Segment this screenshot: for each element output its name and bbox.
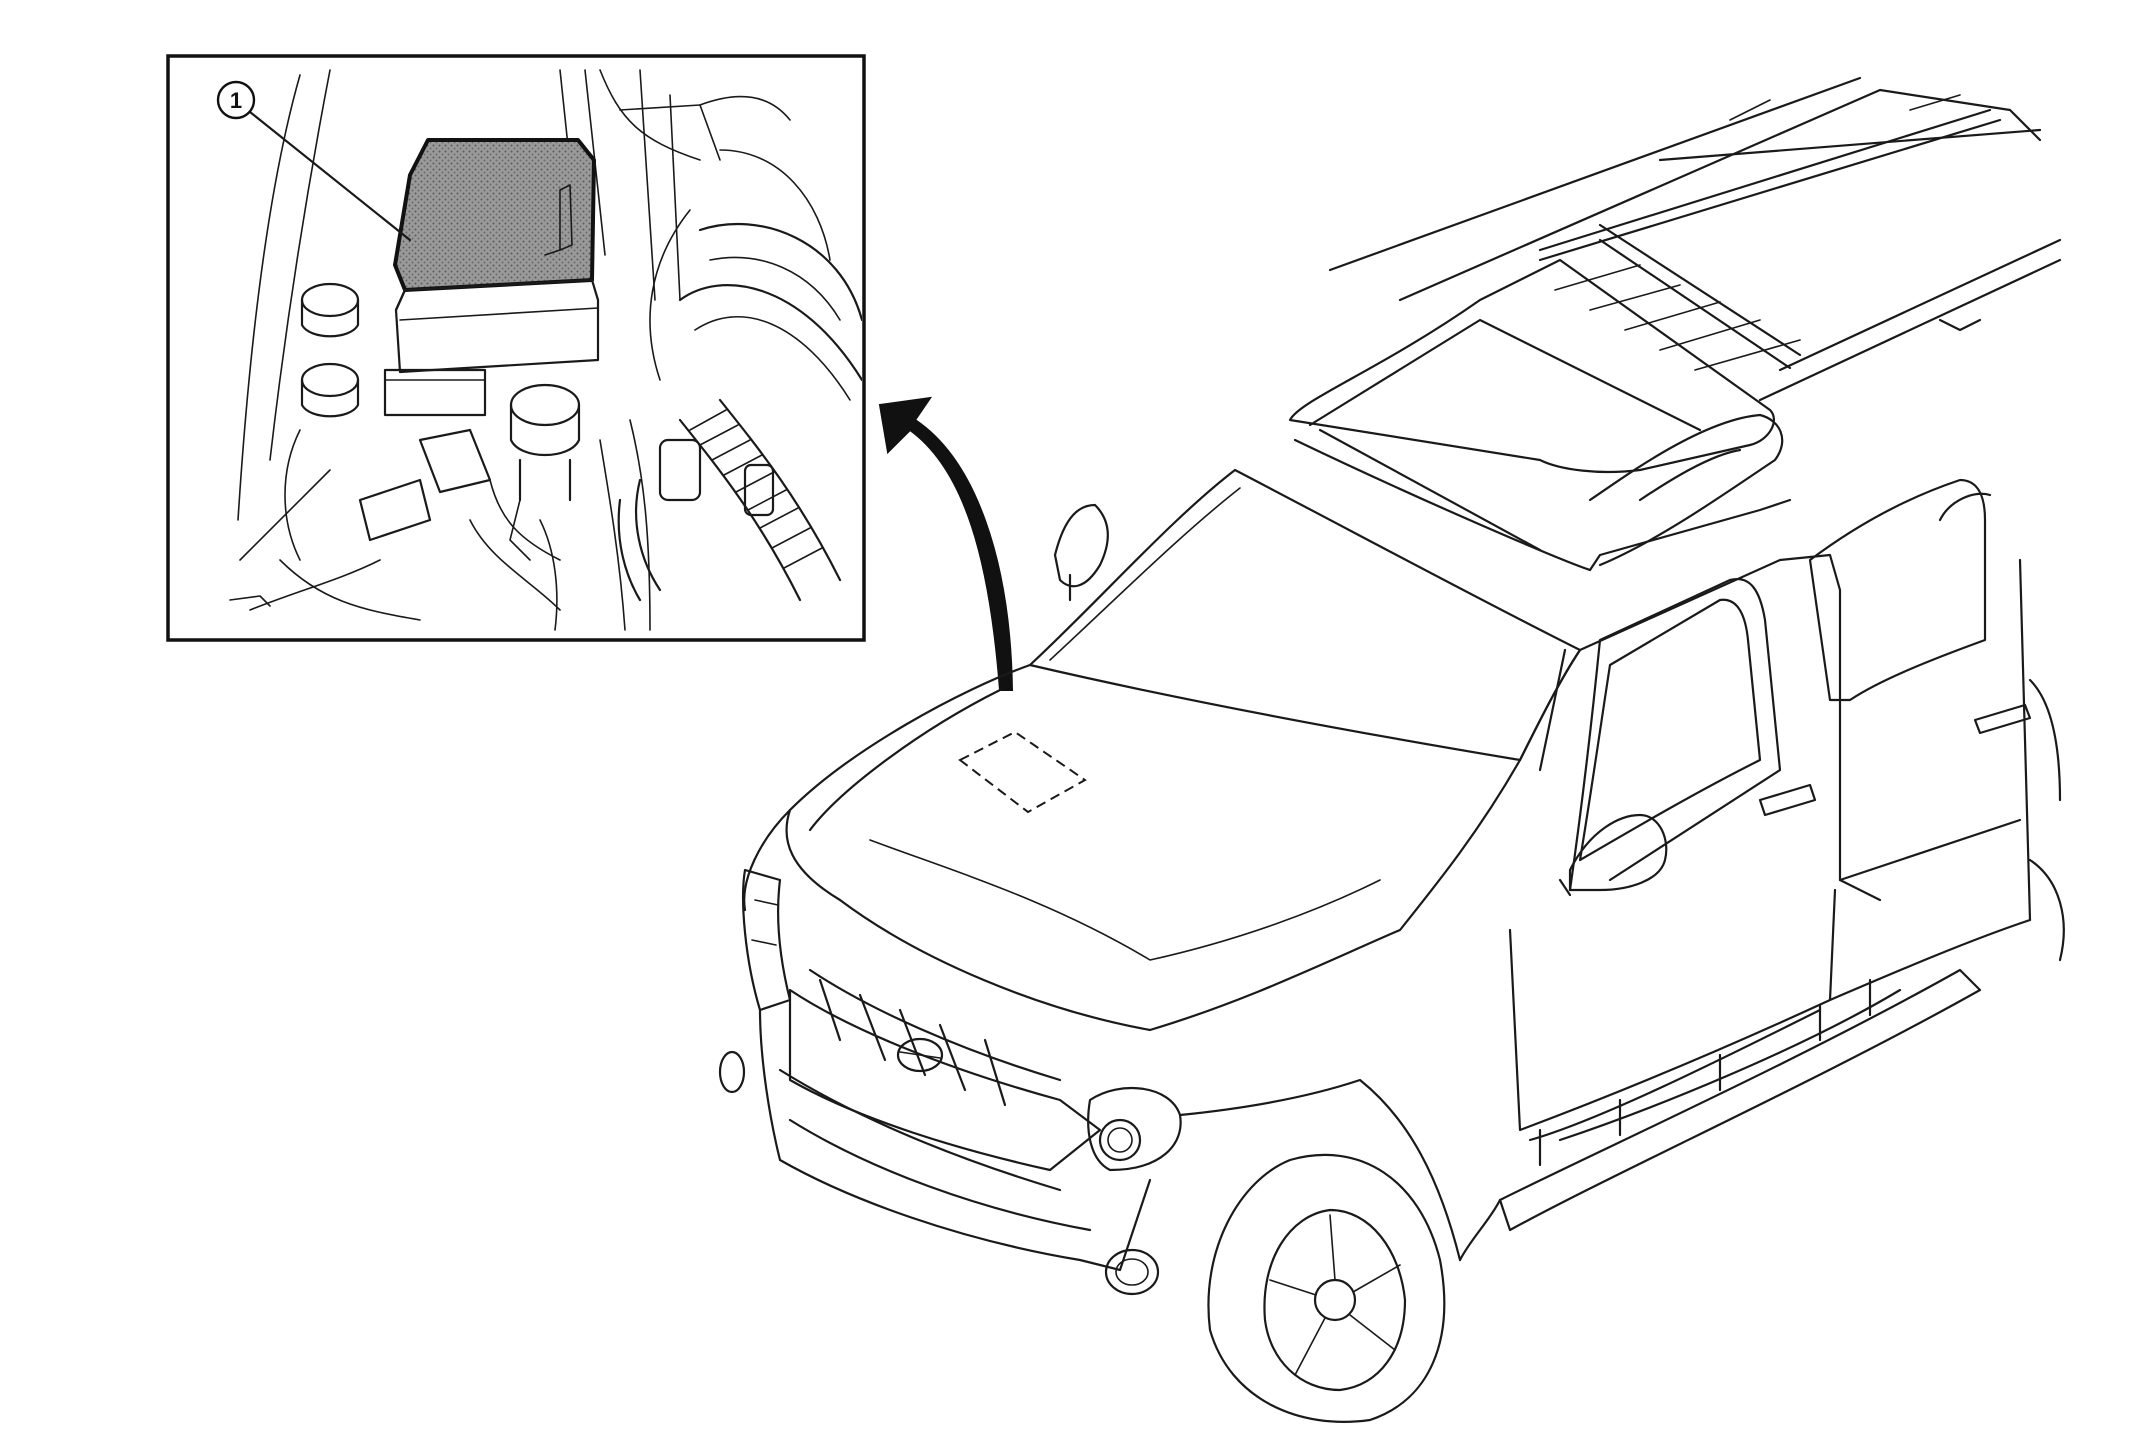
vehicle-illustration: [718, 76, 2065, 1423]
callout-circle: [216, 80, 256, 120]
rear-door-window: [1808, 478, 1987, 702]
callout-number: 1: [230, 88, 242, 113]
highlighted-component: [393, 138, 596, 292]
roof-rack: [1328, 76, 2062, 402]
brand-emblem: [896, 1037, 944, 1073]
door-handle: [1758, 783, 1817, 817]
front-door-window: [1578, 598, 1762, 862]
ribbed-hose: [689, 409, 823, 569]
front-tire: [1207, 1153, 1446, 1423]
inset-detail-view: 1: [166, 54, 866, 642]
location-arrow-icon: [878, 396, 1014, 691]
hood-location-marker: [958, 730, 1087, 814]
running-board: [1498, 968, 1982, 1232]
callout-leader-line: [248, 110, 412, 242]
side-mirror: [1568, 813, 1668, 892]
inset-frame: [166, 54, 866, 642]
engine-bay-detail: 1: [216, 69, 862, 631]
wheel-rim: [1263, 1208, 1407, 1392]
front-grille: [788, 968, 1102, 1172]
fog-light: [1104, 1248, 1160, 1296]
